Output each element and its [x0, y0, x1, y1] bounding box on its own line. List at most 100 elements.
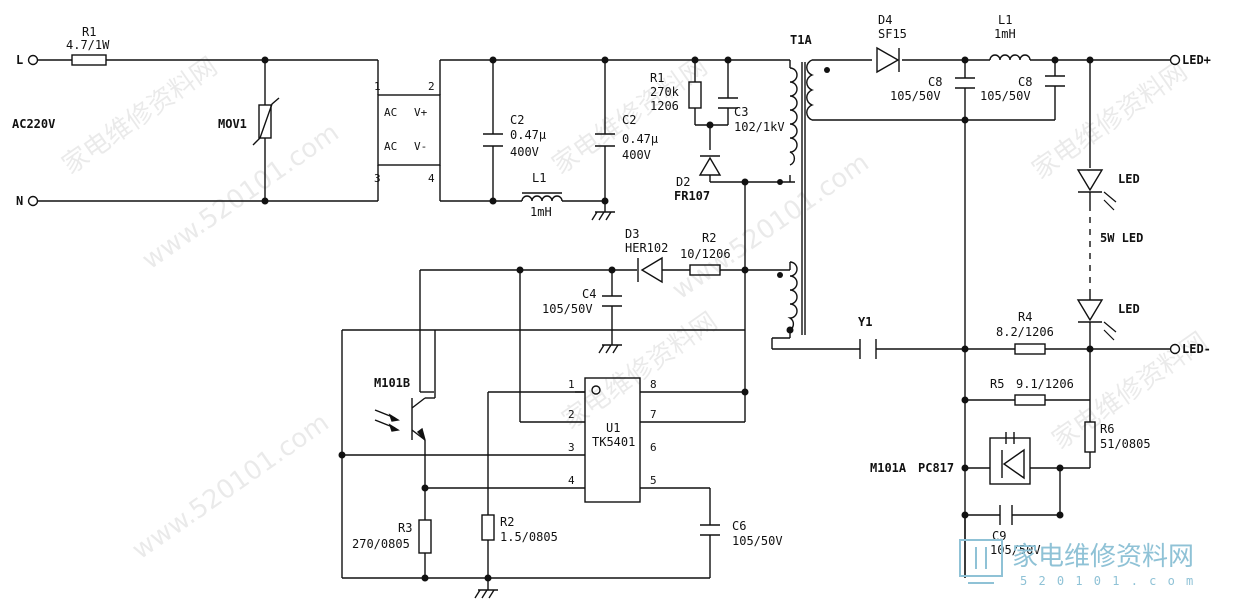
diode-d4: [876, 46, 900, 74]
ic-u1-pin1-marker: [591, 385, 601, 395]
inductor-l1-input: [521, 195, 563, 202]
u1-pin-2: 2: [568, 408, 575, 421]
bridge-ac1: AC: [384, 106, 397, 119]
inductor-l1-output: [989, 54, 1031, 61]
diode-d3: [640, 256, 663, 284]
l1-in-value: 1mH: [530, 205, 552, 219]
label-ac220v: AC220V: [12, 117, 55, 131]
label-l: L: [16, 53, 23, 67]
opto-m101a-led: [1002, 448, 1025, 480]
r5-ref: R5: [990, 377, 1004, 391]
d2-value: FR107: [674, 189, 710, 203]
diode-d2: [698, 156, 722, 176]
transformer-t1a-secondary: [806, 59, 815, 121]
l1-in-ref: L1: [532, 171, 546, 185]
r5-value: 9.1/1206: [1016, 377, 1074, 391]
bridge-pin3: 3: [374, 172, 381, 185]
u1-pin-6: 6: [650, 441, 657, 454]
m101a-ref: M101A: [870, 461, 907, 475]
resistor-r2-top: [689, 264, 721, 276]
bridge-ac2: AC: [384, 140, 397, 153]
c6-ref: C6: [732, 519, 746, 533]
ground-icon: [591, 211, 615, 221]
y1-ref: Y1: [858, 315, 872, 329]
c8a-ref: C8: [928, 75, 942, 89]
label-led-plus: LED+: [1182, 53, 1211, 67]
m101b-ref: M101B: [374, 376, 410, 390]
r1-snub-pkg: 1206: [650, 99, 679, 113]
u1-pin-7: 7: [650, 408, 657, 421]
r2-bot-value: 1.5/0805: [500, 530, 558, 544]
label-led-minus: LED-: [1182, 342, 1211, 356]
transformer-t1a-primary: [789, 67, 798, 166]
d3-ref: D3: [625, 227, 639, 241]
r6-ref: R6: [1100, 422, 1114, 436]
terminal-n: [27, 195, 39, 207]
led-bottom: [1076, 299, 1104, 322]
mov1-ref: MOV1: [218, 117, 247, 131]
r2-top-value: 10/1206: [680, 247, 731, 261]
c3-value: 102/1kV: [734, 120, 785, 134]
c8b-ref: C8: [1018, 75, 1032, 89]
site-logo: 家电维修资料网 5 2 0 1 0 1 . c o m: [959, 539, 1195, 588]
watermark-url: www.520101.com: [667, 148, 875, 306]
resistor-r3: [418, 519, 432, 554]
c4-value: 105/50V: [542, 302, 593, 316]
l1-out-value: 1mH: [994, 27, 1016, 41]
bridge-pin1: 1: [374, 80, 381, 93]
c3-ref: C3: [734, 105, 748, 119]
resistor-r1: [71, 54, 107, 66]
varistor-mov1: [258, 104, 272, 139]
u1-pin-4: 4: [568, 474, 575, 487]
r3-ref: R3: [398, 521, 412, 535]
label-n: N: [16, 194, 23, 208]
c2a-rating: 400V: [510, 145, 539, 159]
logo-url: 5 2 0 1 0 1 . c o m: [1020, 574, 1195, 588]
ground-icon: [598, 344, 622, 354]
r1-snub-ref: R1: [650, 71, 664, 85]
led-mid-ref: 5W LED: [1100, 231, 1143, 245]
transformer-phase-dots: [777, 67, 830, 278]
r3-value: 270/0805: [352, 537, 410, 551]
d4-value: SF15: [878, 27, 907, 41]
component-symbols: [71, 46, 1104, 554]
bridge-vplus: V+: [414, 106, 428, 119]
varistor-slash: [252, 97, 280, 146]
u1-pin-3: 3: [568, 441, 575, 454]
m101a-value: PC817: [918, 461, 954, 475]
terminal-led-minus: [1169, 343, 1181, 355]
u1-pin-1: 1: [568, 378, 575, 391]
r4-ref: R4: [1018, 310, 1032, 324]
terminal-led-plus: [1169, 54, 1181, 66]
r1-value: 4.7/1W: [66, 38, 110, 52]
c8b-value: 105/50V: [980, 89, 1031, 103]
resistor-r5: [1014, 394, 1046, 406]
t1a-ref: T1A: [790, 33, 812, 47]
r2-top-ref: R2: [702, 231, 716, 245]
transformer-t1a-aux: [787, 261, 798, 331]
ground-symbols: [474, 211, 622, 599]
c8a-value: 105/50V: [890, 89, 941, 103]
d2-ref: D2: [676, 175, 690, 189]
bridge-pin2: 2: [428, 80, 435, 93]
d4-ref: D4: [878, 13, 892, 27]
resistor-r1-snubber: [688, 81, 702, 109]
led-top-ref: LED: [1118, 172, 1140, 186]
tv-icon: [959, 539, 1003, 584]
u1-value: TK5401: [592, 435, 635, 449]
terminal-l: [27, 54, 39, 66]
r1-snub-value: 270k: [650, 85, 680, 99]
c2a-ref: C2: [510, 113, 524, 127]
u1-pin-8: 8: [650, 378, 657, 391]
watermark-url: www.520101.com: [127, 408, 335, 566]
c6-value: 105/50V: [732, 534, 783, 548]
u1-pin-5: 5: [650, 474, 657, 487]
l1-out-ref: L1: [998, 13, 1012, 27]
resistor-r2-bottom: [481, 514, 495, 541]
u1-ref: U1: [606, 421, 620, 435]
c2a-value: 0.47μ: [510, 128, 546, 142]
r4-value: 8.2/1206: [996, 325, 1054, 339]
logo-text: 家电维修资料网: [1012, 542, 1194, 572]
ic-u1: [584, 377, 641, 503]
